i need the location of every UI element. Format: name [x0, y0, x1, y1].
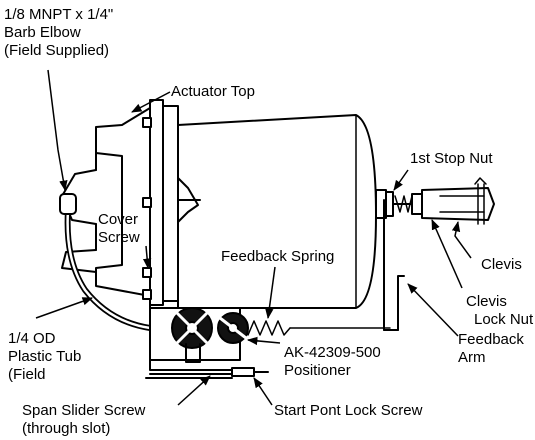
label-clevis-lock-nut: Clevis Lock Nut: [466, 293, 534, 328]
label-feedback-spring: Feedback Spring: [221, 248, 335, 265]
leader-clevis: [451, 220, 472, 259]
leader-clevis-lock-nut: [431, 219, 463, 289]
leader-span-slider-screw: [177, 375, 211, 406]
label-actuator-top: Actuator Top: [171, 83, 255, 100]
label-elbow: 1/8 MNPT x 1/4" Barb Elbow (Field Suppli…: [4, 6, 113, 60]
leader-positioner: [246, 336, 281, 346]
leader-actuator-top: [131, 91, 171, 113]
label-clevis: Clevis: [481, 256, 522, 273]
leader-feedback-arm: [407, 283, 459, 337]
leader-plastic-tub: [35, 297, 93, 319]
label-positioner: AK-42309-500 Positioner: [284, 344, 381, 379]
label-start-pont-lock-screw: Start Pont Lock Screw: [274, 402, 423, 419]
label-elbow-line2: Barb Elbow: [4, 24, 81, 41]
label-elbow-line3: (Field Supplied): [4, 42, 110, 59]
label-first-stop-nut: 1st Stop Nut: [410, 150, 493, 167]
label-feedback-arm: Feedback Arm: [458, 331, 524, 366]
leader-lines: [35, 69, 472, 406]
label-cover-screw: Cover Screw: [98, 211, 140, 246]
feedback-arm: [383, 199, 405, 331]
plastic-tubing: [59, 193, 153, 331]
label-elbow-line1: 1/8 MNPT x 1/4": [4, 6, 114, 23]
label-plastic-tub: 1/4 OD Plastic Tub (Field: [8, 330, 82, 383]
leader-first-stop-nut: [393, 169, 409, 191]
actuator-body: [177, 114, 377, 309]
positioner: [145, 304, 269, 379]
leader-start-pont-lock-screw: [253, 377, 273, 406]
clevis-assembly: [375, 177, 495, 225]
leader-elbow: [47, 69, 68, 192]
leader-feedback-spring: [265, 266, 276, 320]
label-span-slider-screw: Span Slider Screw (through slot): [22, 402, 146, 437]
leader-cover-screw: [142, 245, 152, 270]
